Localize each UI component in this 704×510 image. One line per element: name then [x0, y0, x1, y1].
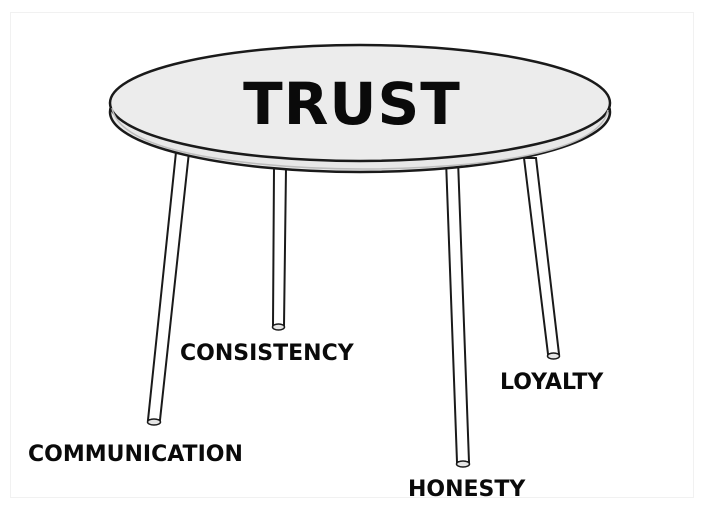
- diagram-title: TRUST: [243, 70, 461, 138]
- label-communication: COMMUNICATION: [28, 442, 243, 467]
- leg-loyalty: [522, 157, 561, 360]
- leg-consistency: [271, 167, 288, 331]
- image-frame: [10, 12, 694, 498]
- label-loyalty: LOYALTY: [500, 370, 604, 395]
- leg-honesty: [444, 159, 471, 468]
- label-honesty: HONESTY: [408, 477, 526, 502]
- table-top: [108, 43, 612, 174]
- label-consistency: CONSISTENCY: [180, 341, 354, 366]
- leg-communication: [146, 151, 191, 426]
